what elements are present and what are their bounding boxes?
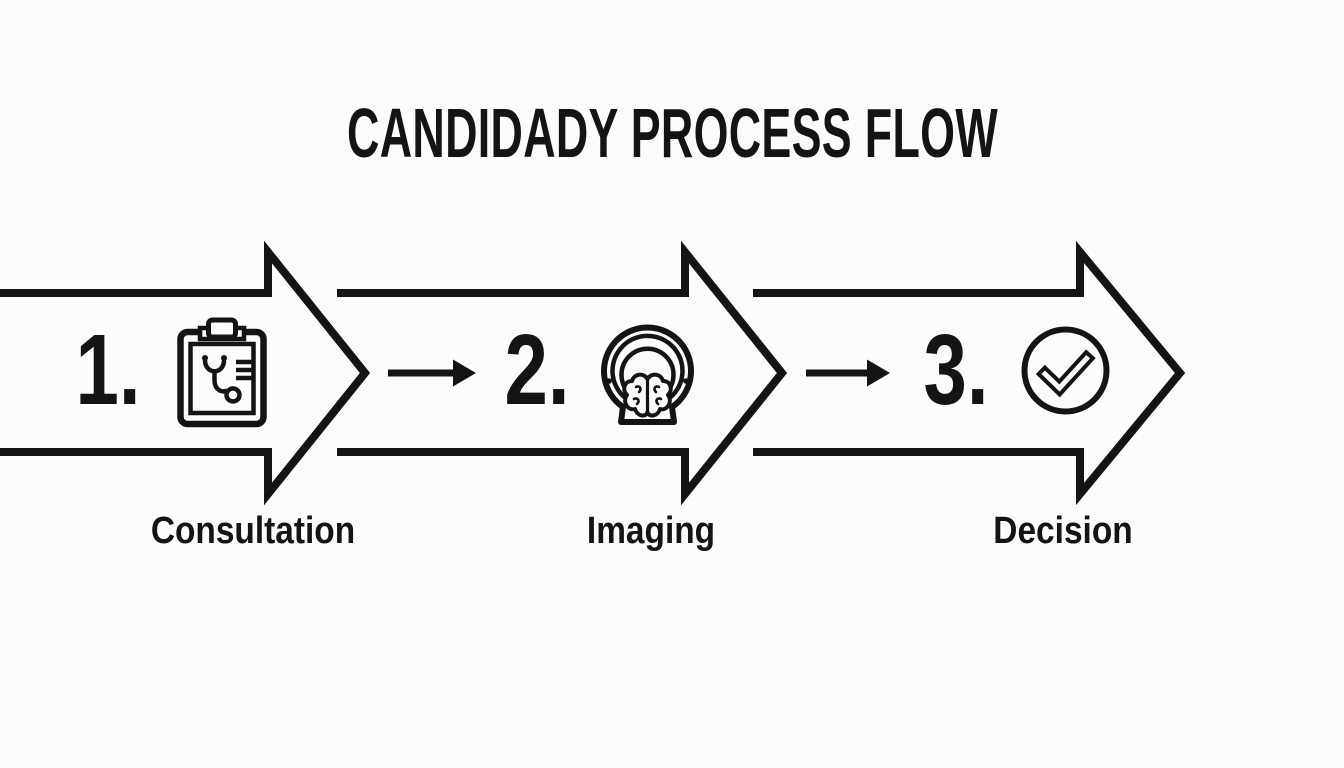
connector-arrow-2-3-icon — [806, 359, 890, 387]
step-3-label: Decision — [993, 510, 1133, 552]
step-1-label: Consultation — [150, 510, 356, 552]
brain-scan-icon — [601, 324, 694, 425]
step-3-number: 3. — [923, 314, 989, 426]
big-arrow-3 — [753, 240, 1186, 506]
step-1-number: 1. — [75, 314, 141, 426]
big-arrow-1 — [0, 240, 371, 506]
step-2-label: Imaging — [586, 510, 716, 552]
check-circle-icon — [1021, 326, 1110, 415]
step-2-number: 2. — [504, 314, 570, 426]
diagram-title: CANDIDADY PROCESS FLOW — [346, 94, 998, 172]
clipboard-stethoscope-icon — [177, 317, 267, 428]
connector-arrow-1-2-icon — [388, 359, 476, 387]
title-row: CANDIDADY PROCESS FLOW — [0, 98, 1344, 168]
big-arrow-2 — [337, 240, 788, 506]
